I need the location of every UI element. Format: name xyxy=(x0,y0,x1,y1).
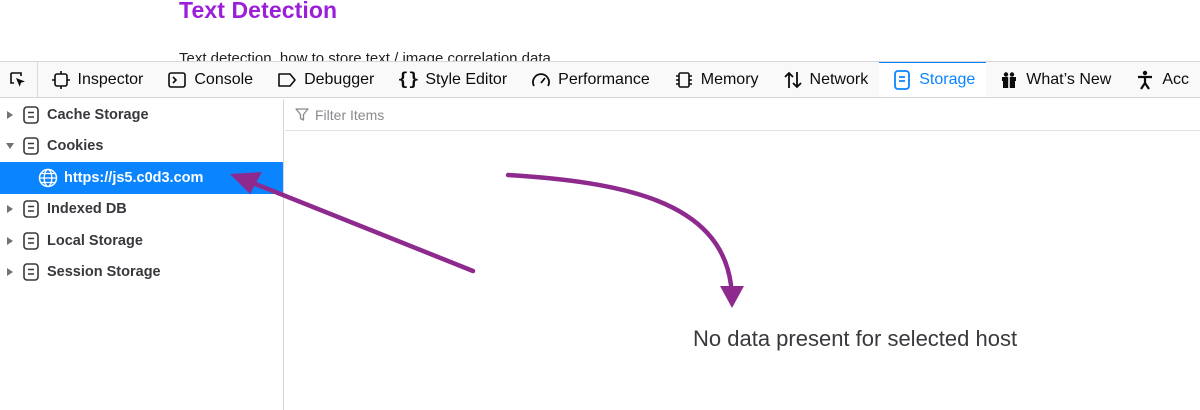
tree-item-label: Local Storage xyxy=(47,232,143,249)
tree-item-cache-storage[interactable]: Cache Storage xyxy=(0,99,283,131)
expand-arrow-icon[interactable] xyxy=(2,236,18,246)
database-icon xyxy=(22,137,40,156)
tree-item-cookies[interactable]: Cookies xyxy=(0,131,283,163)
tree-item-local-storage[interactable]: Local Storage xyxy=(0,225,283,257)
memory-icon xyxy=(674,70,694,90)
database-icon xyxy=(22,105,40,124)
tab-label: Performance xyxy=(558,70,650,88)
tab-label: Style Editor xyxy=(425,70,508,88)
tab-inspector[interactable]: Inspector xyxy=(38,62,155,97)
network-icon xyxy=(783,70,803,90)
tab-label: Storage xyxy=(919,70,976,88)
tab-console[interactable]: Console xyxy=(154,62,264,97)
tab-storage[interactable]: Storage xyxy=(879,62,987,97)
storage-main-panel: Filter Items No data present for selecte… xyxy=(285,99,1200,410)
database-icon xyxy=(22,263,40,282)
collapse-arrow-icon[interactable] xyxy=(2,142,18,150)
database-icon xyxy=(22,231,40,250)
tab-network[interactable]: Network xyxy=(770,62,880,97)
inspector-icon xyxy=(51,70,71,90)
tab-label: Console xyxy=(194,70,254,88)
console-icon xyxy=(167,70,187,90)
performance-icon xyxy=(531,70,551,90)
tab-accessibility[interactable]: Acc xyxy=(1122,62,1200,97)
tab-label: Inspector xyxy=(77,70,144,88)
filter-items-input[interactable]: Filter Items xyxy=(285,99,1200,131)
element-picker-icon xyxy=(10,71,26,87)
style-editor-icon: {} xyxy=(397,69,420,90)
tab-label: Acc xyxy=(1162,70,1189,88)
tab-style-editor[interactable]: {} Style Editor xyxy=(385,62,518,97)
tab-memory[interactable]: Memory xyxy=(661,62,770,97)
devtools-toolbar: Inspector Console Debugger {} Style Edit… xyxy=(0,61,1200,98)
page-title: Text Detection xyxy=(179,0,338,23)
globe-icon xyxy=(38,168,58,188)
tab-label: Debugger xyxy=(304,70,375,88)
tree-item-indexed-db[interactable]: Indexed DB xyxy=(0,194,283,226)
storage-icon xyxy=(892,69,912,90)
expand-arrow-icon[interactable] xyxy=(2,110,18,120)
tab-debugger[interactable]: Debugger xyxy=(264,62,385,97)
tree-item-session-storage[interactable]: Session Storage xyxy=(0,257,283,289)
tree-item-label: Cache Storage xyxy=(47,106,149,123)
element-picker-button[interactable] xyxy=(0,62,38,97)
debugger-icon xyxy=(277,70,297,90)
tab-label: What’s New xyxy=(1026,70,1112,88)
expand-arrow-icon[interactable] xyxy=(2,204,18,214)
page-content-area: Text Detection Text detection, how to st… xyxy=(0,0,1200,61)
storage-sidebar: Cache Storage Cookies https://js5.c0d3.c… xyxy=(0,99,284,410)
tree-item-label: Indexed DB xyxy=(47,201,127,218)
empty-state-message: No data present for selected host xyxy=(693,326,1018,351)
tab-performance[interactable]: Performance xyxy=(518,62,661,97)
filter-icon xyxy=(295,107,309,122)
tab-label: Memory xyxy=(700,70,759,88)
tree-item-label: https://js5.c0d3.com xyxy=(64,169,204,186)
filter-placeholder: Filter Items xyxy=(315,106,385,123)
tab-label: Network xyxy=(809,70,869,88)
tree-item-label: Cookies xyxy=(47,138,104,155)
whats-new-icon xyxy=(999,70,1019,90)
tree-item-label: Session Storage xyxy=(47,264,161,281)
tab-whats-new[interactable]: What’s New xyxy=(986,62,1122,97)
database-icon xyxy=(22,200,40,219)
expand-arrow-icon[interactable] xyxy=(2,267,18,277)
accessibility-icon xyxy=(1135,70,1155,90)
page-subtitle: Text detection, how to store text / imag… xyxy=(179,50,551,61)
tree-item-host-js5-c0d3[interactable]: https://js5.c0d3.com xyxy=(0,162,283,194)
